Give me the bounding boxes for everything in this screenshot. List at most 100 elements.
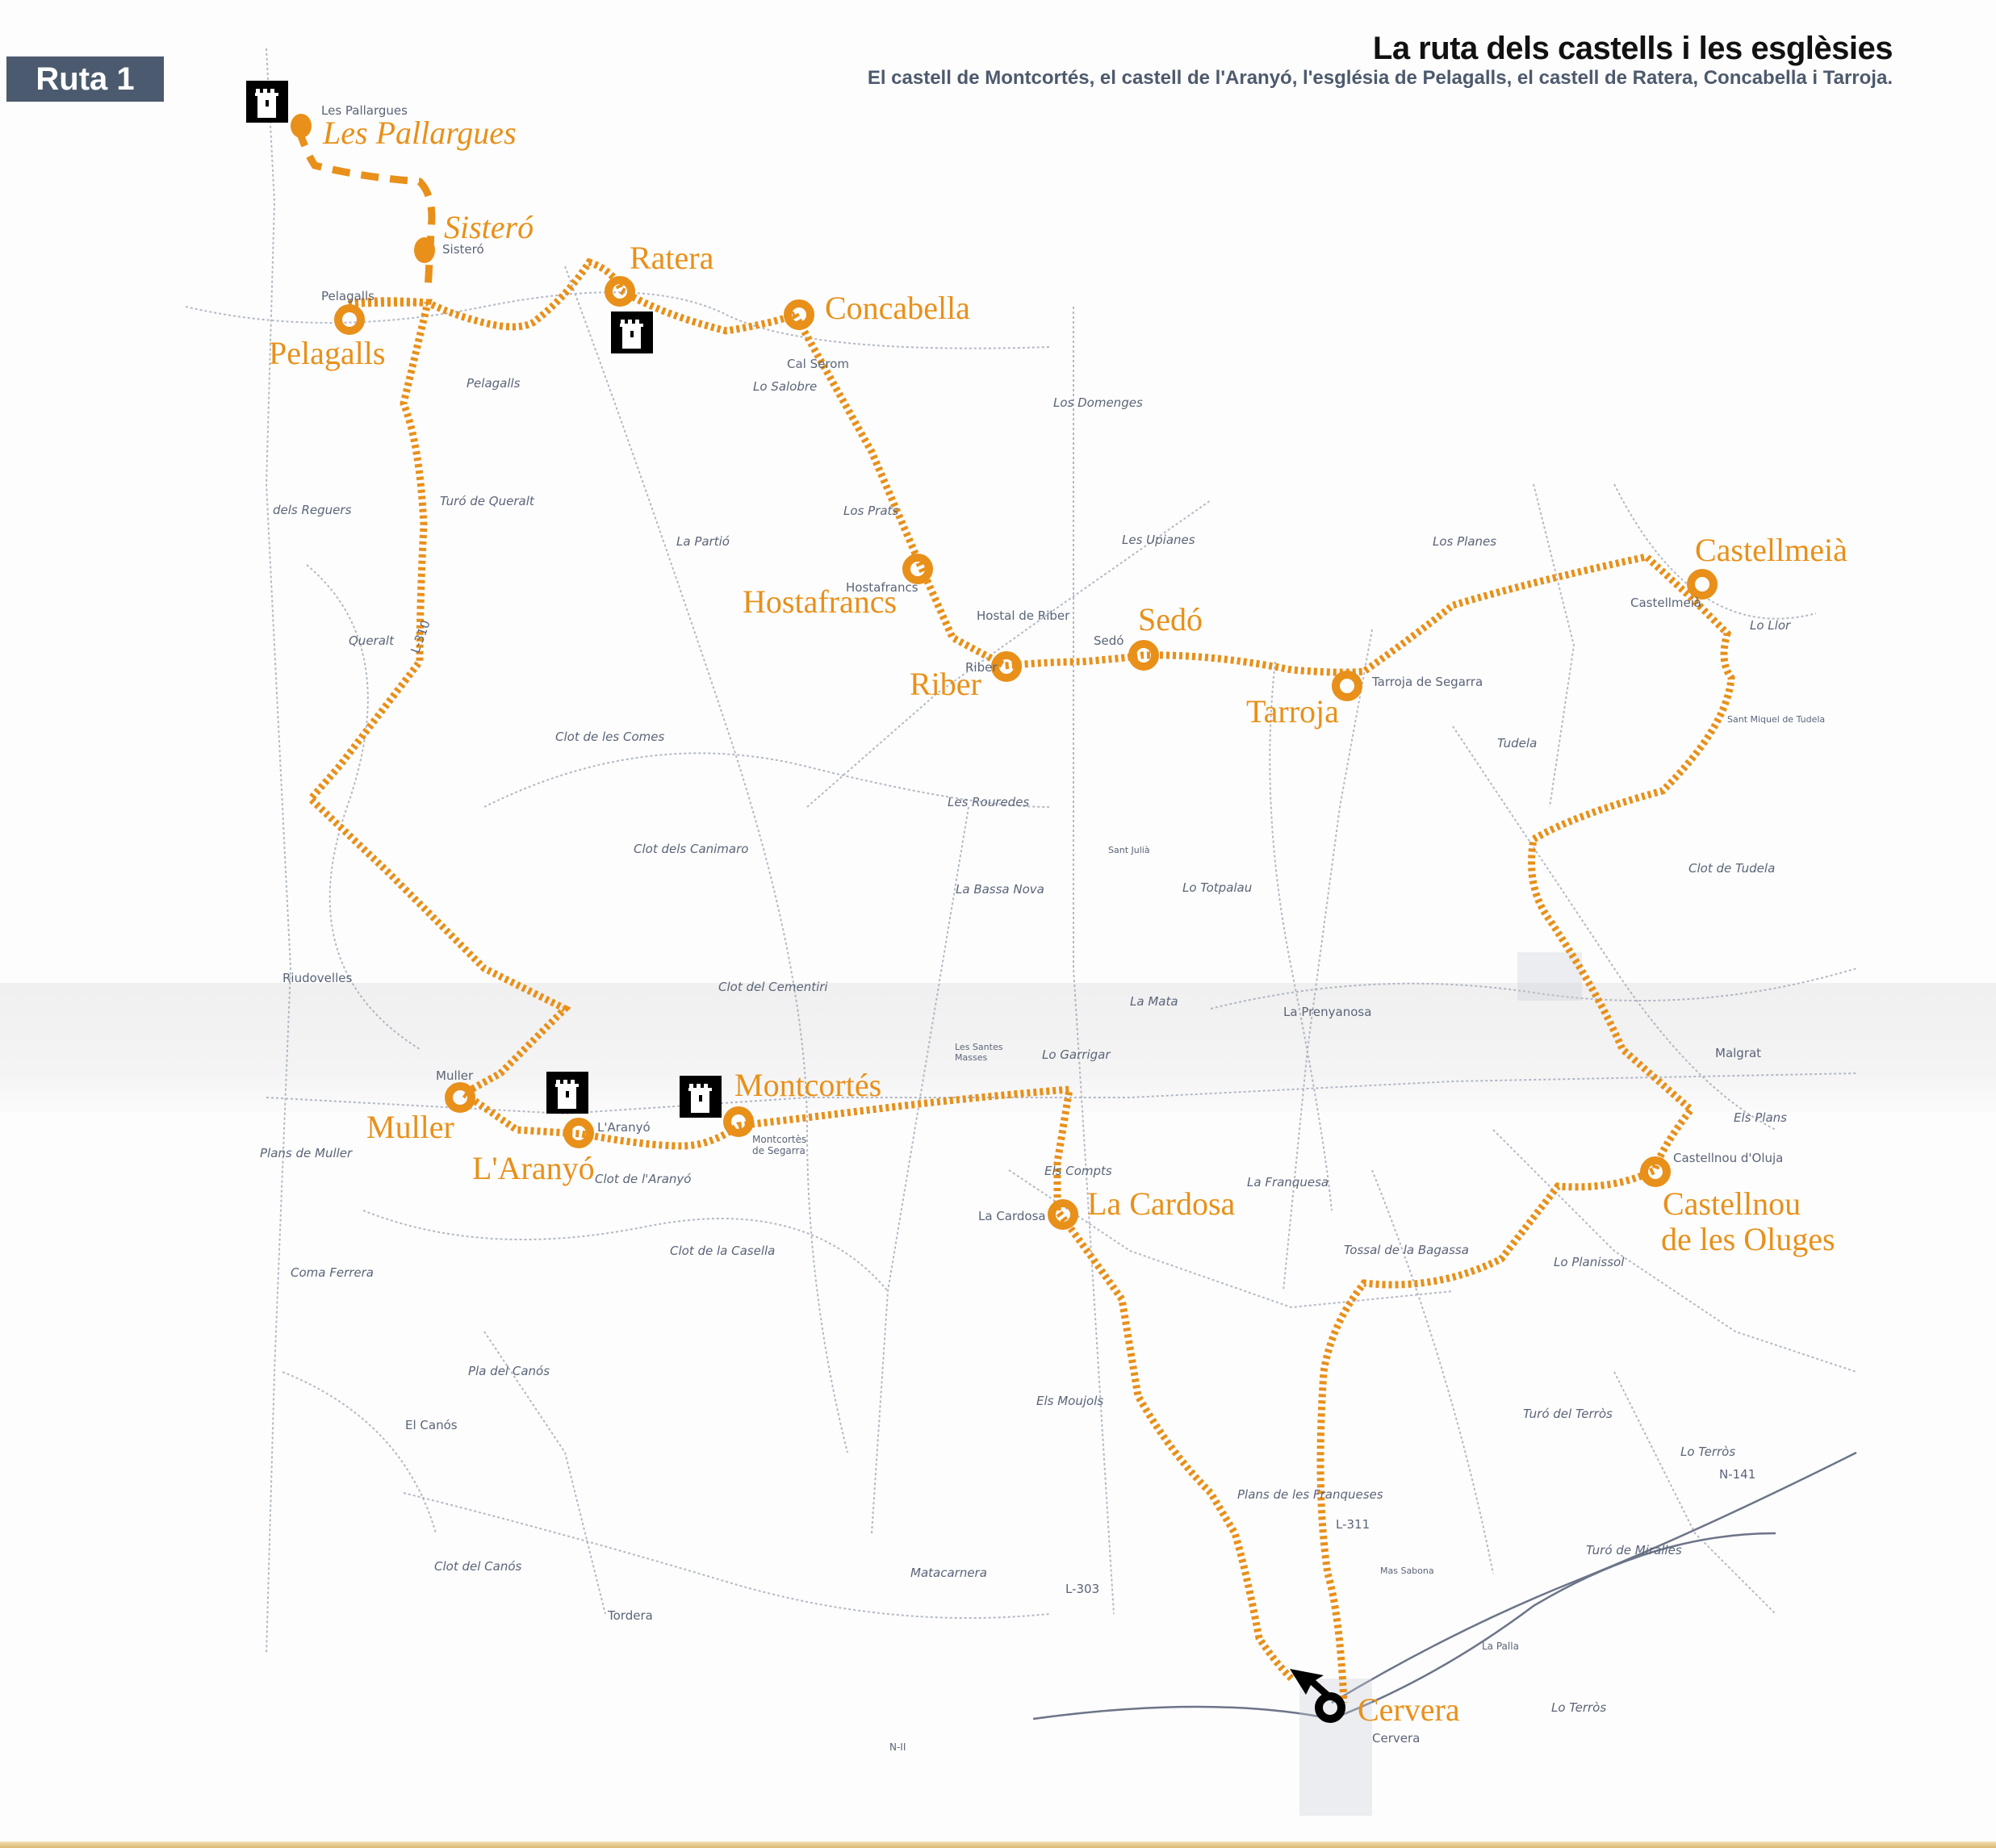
- stop-ring-laranyo: [563, 1118, 594, 1148]
- map-label: L-303: [1065, 1582, 1100, 1596]
- stop-ring-sedo: [1128, 640, 1159, 671]
- stop-label-muller: Muller: [366, 1109, 454, 1145]
- map-label: Sedó: [1094, 633, 1124, 648]
- map-label: Malgrat: [1715, 1046, 1762, 1060]
- stop-label-sedo: Sedó: [1138, 601, 1203, 638]
- stop-label-pelagalls: Pelagalls: [269, 335, 386, 371]
- map-label: Los Domenges: [1053, 395, 1143, 410]
- map-label: Lo Terròs: [1680, 1445, 1736, 1459]
- start-ring-cervera: [1315, 1692, 1345, 1723]
- map-label: Muller: [436, 1068, 474, 1083]
- castle-icon: [546, 1072, 588, 1114]
- map-label: Matacarnera: [910, 1566, 987, 1580]
- map-label: Clot de Tudela: [1688, 861, 1776, 876]
- map-label: Cal Serom: [787, 357, 849, 371]
- map-label: La Bassa Nova: [956, 882, 1044, 897]
- map-label: Lo Totpalau: [1182, 880, 1253, 895]
- map-label: Sisteró: [442, 242, 484, 257]
- map-label: La Palla: [1482, 1641, 1519, 1652]
- map-label: La Prenyanosa: [1283, 1005, 1372, 1019]
- map-label: La Partió: [676, 534, 730, 549]
- map-label: Sant Julià: [1108, 845, 1150, 855]
- map-label: Clot del Cementiri: [718, 980, 828, 994]
- map-label: Clot dels Canimaro: [634, 842, 749, 856]
- stop-label-les-pallargues: Les Pallargues: [323, 115, 517, 151]
- paper-fold-shadow: [0, 983, 1996, 1112]
- direction-arrow-icon: [1290, 1669, 1330, 1698]
- stop-ring-tarroja: [1332, 671, 1362, 701]
- map-label: N-II: [889, 1741, 906, 1753]
- map-label: Los Prats: [843, 504, 899, 518]
- map-label: Les Pallargues: [321, 103, 408, 118]
- map-label: Clot de l'Aranyó: [595, 1172, 692, 1186]
- map-label: Turó de Miralles: [1586, 1543, 1682, 1557]
- page-bottom-edge: [0, 1842, 1996, 1848]
- map-label: Queralt: [349, 633, 394, 648]
- map-label: Riudovelles: [282, 971, 353, 985]
- map-label: N-141: [1719, 1467, 1756, 1482]
- map-label: Pelagalls: [321, 289, 375, 303]
- map-label: Lo Garrigar: [1042, 1047, 1111, 1062]
- map-label: dels Reguers: [273, 503, 352, 517]
- stop-label-castellnou-line1: Castellnou: [1663, 1185, 1801, 1222]
- cervera-town-block: [1299, 952, 1582, 1816]
- map-label: Tordera: [608, 1608, 653, 1623]
- map-label: Clot de la Casella: [670, 1244, 776, 1258]
- map-label: Tossal de la Bagassa: [1344, 1243, 1469, 1257]
- map-label: Mas Sabona: [1380, 1566, 1434, 1576]
- stop-ring-montcortes: [723, 1106, 754, 1137]
- castle-icon: [680, 1076, 722, 1118]
- map-label: Els Moujols: [1036, 1394, 1104, 1408]
- map-label: Lo Salobre: [753, 379, 818, 394]
- map-label: Les Upianes: [1122, 533, 1195, 547]
- stop-label-cervera: Cervera: [1358, 1691, 1460, 1728]
- stop-ring-hostafrancs: [902, 554, 933, 584]
- stop-rings: [334, 276, 1718, 1230]
- map-label: Plans de Muller: [260, 1146, 353, 1160]
- map-label: Clot de les Comes: [555, 730, 665, 744]
- map-label: Hostal de Riber: [977, 608, 1070, 623]
- map-label: Pla del Canós: [468, 1364, 550, 1378]
- pin-sistero: [414, 237, 435, 263]
- map-label: Lo Llor: [1750, 618, 1791, 633]
- route-spur-dashed: [295, 128, 436, 291]
- map-label: Riber: [965, 660, 998, 675]
- map-label: Clot del Canós: [434, 1559, 522, 1574]
- map-label: Hostafrancs: [846, 580, 918, 595]
- map-label: Els Compts: [1044, 1164, 1112, 1178]
- map-label: Lo Terròs: [1551, 1700, 1607, 1715]
- map-label: Tarroja de Segarra: [1372, 675, 1483, 689]
- map-label: Tudela: [1497, 736, 1538, 750]
- map-label: Sant Miquel de Tudela: [1727, 714, 1826, 725]
- stop-label-laranyo: L'Aranyó: [472, 1150, 595, 1186]
- page-subtitle: El castell de Montcortés, el castell de …: [867, 67, 1893, 89]
- stop-ring-pelagalls: [334, 304, 365, 335]
- map-label: La Mata: [1130, 994, 1178, 1009]
- map-label: La Cardosa: [978, 1209, 1046, 1223]
- stop-ring-concabella: [784, 299, 814, 330]
- map-label: Coma Ferrera: [291, 1265, 375, 1280]
- map-label: Pelagalls: [467, 376, 521, 391]
- page-title: La ruta dels castells i les esglèsies: [1372, 31, 1893, 66]
- stop-ring-ratera: [605, 276, 635, 307]
- castle-icon: [246, 81, 288, 123]
- map-label: Castellnou d'Oluja: [1673, 1151, 1784, 1165]
- stop-label-riber: Riber: [910, 666, 981, 702]
- stop-label-sistero: Sisteró: [444, 209, 534, 245]
- map-label: Turó de Queralt: [440, 494, 534, 508]
- stop-ring-castellmeia: [1687, 569, 1718, 600]
- map-label: Montcortès de Segarra: [752, 1134, 807, 1156]
- stop-ring-riber: [991, 651, 1022, 682]
- map-label: L-311: [1336, 1517, 1370, 1532]
- map-label: Plans de les Franqueses: [1237, 1487, 1383, 1502]
- stop-label-castellnou-line2: de les Oluges: [1661, 1221, 1835, 1257]
- route-badge: Ruta 1: [6, 56, 164, 102]
- stop-label-ratera: Ratera: [630, 240, 714, 276]
- map-label: Els Plans: [1734, 1110, 1787, 1125]
- stop-ring-la-cardosa: [1048, 1199, 1078, 1230]
- map-label: Lo Planissol: [1554, 1255, 1625, 1269]
- stop-label-la-cardosa: La Cardosa: [1087, 1185, 1236, 1222]
- map-label: Turó del Terròs: [1523, 1407, 1613, 1421]
- map-label: La Franquesa: [1247, 1175, 1329, 1189]
